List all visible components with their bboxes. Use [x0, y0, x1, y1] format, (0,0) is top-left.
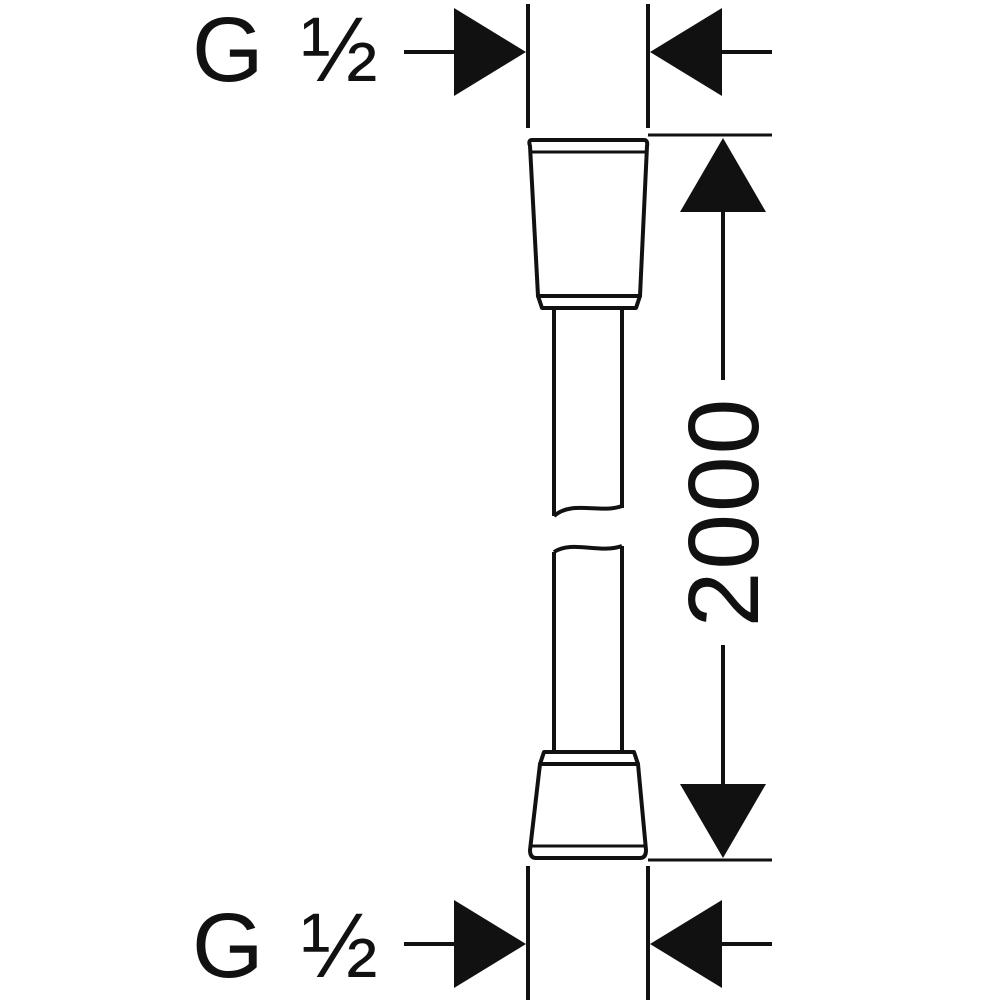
length-arrow-down	[680, 784, 766, 858]
bottom-fitting	[528, 750, 648, 860]
hose-upper	[552, 310, 624, 518]
hose-lower-break	[552, 544, 623, 554]
hose-upper-break	[552, 504, 623, 518]
bottom-fitting-body	[528, 762, 648, 860]
length-arrow-up	[680, 138, 766, 212]
top-fitting	[527, 138, 650, 310]
top-thread-dimension	[404, 4, 772, 128]
bottom-arrow-right	[650, 900, 722, 988]
thread-size-label-bottom: G ½	[192, 895, 384, 997]
thread-size-label-top: G ½	[192, 0, 384, 101]
bottom-thread-dimension	[404, 866, 772, 1000]
top-fitting-body	[527, 138, 650, 298]
top-arrow-right	[650, 8, 722, 96]
hose-length-label: 2000	[668, 396, 780, 628]
top-fitting-collar	[536, 294, 642, 310]
hose-lower	[552, 544, 624, 752]
length-dimension	[648, 133, 772, 862]
bottom-arrow-left	[454, 900, 526, 988]
top-arrow-left	[454, 8, 526, 96]
